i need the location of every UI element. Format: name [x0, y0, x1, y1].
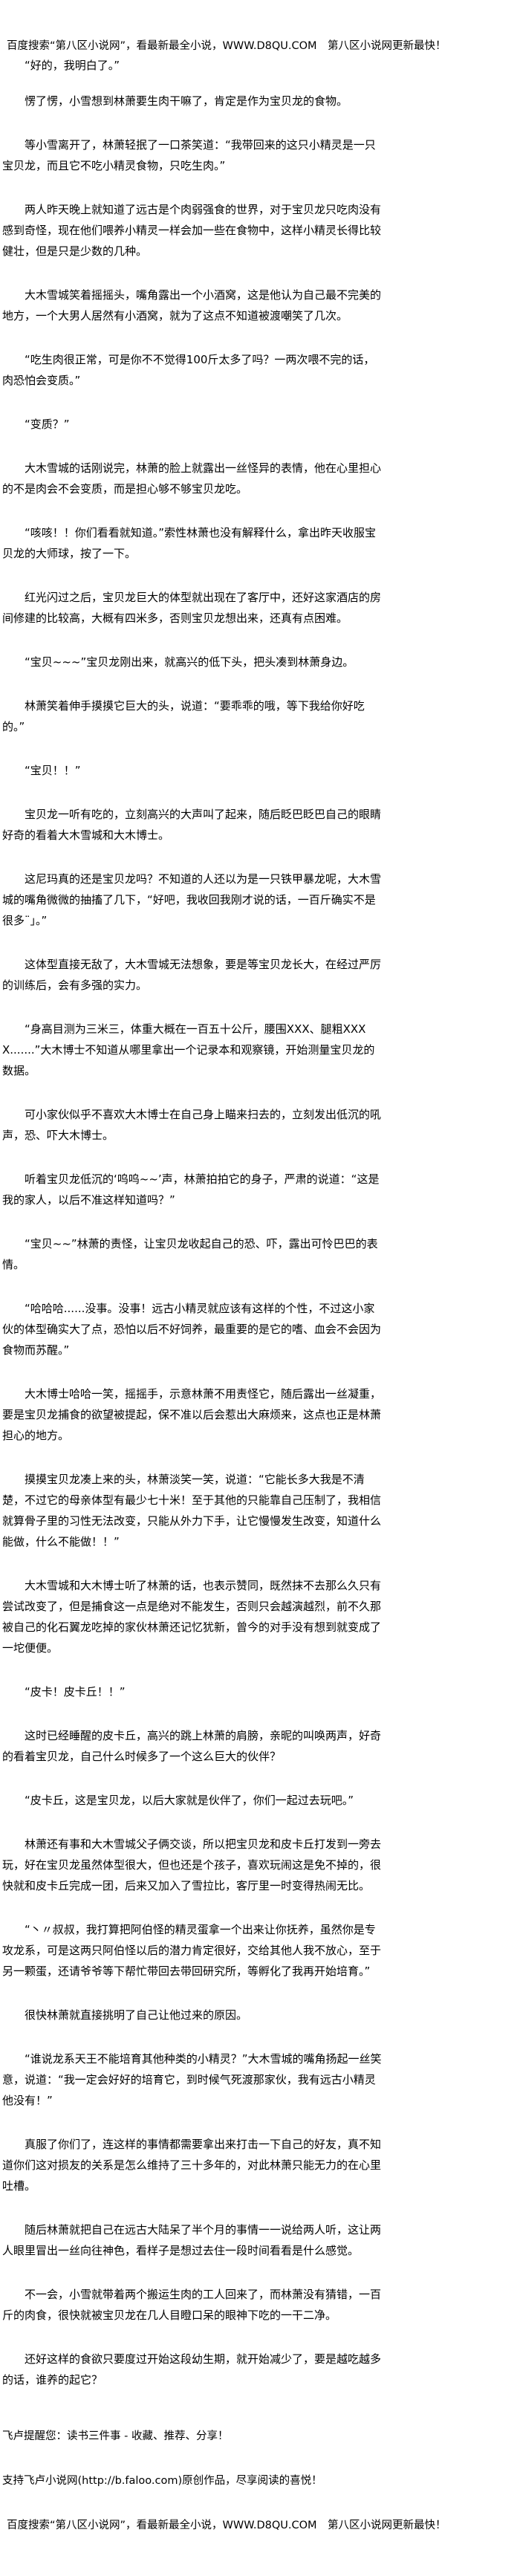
paragraph: 随后林萧就把自己在远古大陆呆了半个月的事情一一说给两人听，这让两人眼里冒出一丝向… — [2, 2223, 382, 2257]
paragraph: 林萧笑着伸手摸摸它巨大的头，说道：“要乖乖的哦，等下我给你好吃的。” — [2, 699, 365, 733]
chapter-content: 百度搜索“第八区小说网”，看最新最全小说，WWW.D8QU.COM 第八区小说网… — [2, 0, 446, 2390]
paragraph: 大木博士哈哈一笑，摇摇手，示意林萧不用责怪它，随后露出一丝凝重，要是宝贝龙捕食的… — [2, 1387, 382, 1442]
paragraph: 等小雪离开了，林萧轻抿了一口茶笑道：“我带回来的这只小精灵是一只宝贝龙，而且它不… — [2, 138, 376, 172]
paragraph: 可小家伙似乎不喜欢大木博士在自己身上瞄来扫去的，立刻发出低沉的吼声，恐、吓大木博… — [2, 1108, 382, 1142]
paragraph: 这尼玛真的还是宝贝龙吗？不知道的人还以为是一只铁甲暴龙呢，大木雪城的嘴角微微的抽… — [2, 872, 382, 927]
paragraph: 听着宝贝龙低沉的‘呜呜~~’声，林萧拍拍它的身子，严肃的说道：“这是我的家人，以… — [2, 1172, 380, 1207]
paragraph: 这时已经睡醒的皮卡丘，高兴的跳上林萧的肩膀，亲昵的叫唤两声，好奇的看着宝贝龙，自… — [2, 1729, 382, 1763]
paragraph: 宝贝龙一听有吃的，立刻高兴的大声叫了起来，随后眨巴眨巴自己的眼睛好奇的看着大木雪… — [2, 808, 382, 842]
paragraph: “皮卡丘，这是宝贝龙，以后大家就是伙伴了，你们一起过去玩吧。” — [25, 1794, 354, 1807]
paragraph: 大木雪城笑着摇摇头，嘴角露出一个小酒窝，这是他认为自己最不完美的地方，一个大男人… — [2, 288, 382, 322]
paragraph: “哈哈哈......没事。没事！远古小精灵就应该有这样的个性，不过这小家伙的体型… — [2, 1302, 382, 1357]
paragraph: “宝贝！！” — [25, 764, 81, 777]
paragraph: 不一会，小雪就带着两个搬运生肉的工人回来了，而林萧没有猜错，一百斤的肉食，很快就… — [2, 2288, 382, 2322]
paragraph: “丶〃叔叔，我打算把阿伯怪的精灵蛋拿一个出来让你抚养，虽然你是专攻龙系，可是这两… — [2, 1923, 382, 1978]
site-banner-bottom: 百度搜索“第八区小说网”，看最新最全小说，WWW.D8QU.COM 第八区小说网… — [7, 2520, 446, 2531]
paragraph: 大木雪城的话刚说完，林萧的脸上就露出一丝怪异的表情，他在心里担心的不是肉会不会变… — [2, 461, 382, 496]
support-notice: 支持飞卢小说网(http://b.faloo.com)原创作品，尽享阅读的喜悦！ — [2, 2475, 322, 2487]
paragraph: 红光闪过之后，宝贝龙巨大的体型就出现在了客厅中，还好这家酒店的房间修建的比较高，… — [2, 591, 382, 625]
paragraph: 真服了你们了，连这样的事情都需要拿出来打击一下自己的好友，真不知道你们这对损友的… — [2, 2138, 382, 2193]
paragraph: “谁说龙系天王不能培育其他种类的小精灵？”大木雪城的嘴角扬起一丝笑意，说道：“我… — [2, 2052, 382, 2107]
paragraph: “变质？” — [25, 418, 70, 431]
page-footer: 飞卢提醒您：读书三件事 - 收藏、推荐、分享！ 支持飞卢小说网(http://b… — [2, 2427, 515, 2576]
paragraph: 摸摸宝贝龙凑上来的头，林萧淡笑一笑，说道：“它能长多大我是不清楚，不过它的母亲体… — [2, 1473, 382, 1548]
paragraph: “皮卡！皮卡丘！！” — [25, 1685, 126, 1699]
paragraph: 这体型直接无敌了，大木雪城无法想象，要是等宝贝龙长大，在经过严厉的训练后，会有多… — [2, 958, 382, 992]
paragraph: “好的，我明白了。” — [25, 59, 120, 72]
paragraph: 林萧还有事和大木雪城父子俩交谈，所以把宝贝龙和皮卡丘打发到一旁去玩，好在宝贝龙虽… — [2, 1837, 382, 1892]
paragraph: 两人昨天晚上就知道了远古是个肉弱强食的世界，对于宝贝龙只吃肉没有感到奇怪，现在他… — [2, 203, 382, 258]
reading-reminder: 飞卢提醒您：读书三件事 - 收藏、推荐、分享！ — [2, 2430, 229, 2442]
paragraph: “吃生肉很正常，可是你不不觉得100斤太多了吗？一两次喂不完的话，肉恐怕会变质。… — [2, 353, 375, 387]
paragraph: 大木雪城和大木博士听了林萧的话，也表示赞同，既然抹不去那么久只有尝试改变了，但是… — [2, 1579, 382, 1655]
paragraph: “宝贝~~”林萧的责怪，让宝贝龙收起自己的恐、吓，露出可怜巴巴的表情。 — [2, 1237, 378, 1271]
paragraph: 愣了愣，小雪想到林萧要生肉干嘛了，肯定是作为宝贝龙的食物。 — [25, 94, 348, 108]
paragraph: 很快林萧就直接挑明了自己让他过来的原因。 — [25, 2008, 248, 2022]
paragraph: “身高目测为三米三，体重大概在一百五十公斤，腰围XXX、腿粗XXXX......… — [2, 1022, 375, 1077]
paragraph: 还好这样的食欲只要度过开始这段幼生期，就开始减少了，要是越吃越多的话，谁养的起它… — [2, 2352, 382, 2387]
paragraph: “咳咳！！你们看看就知道。”索性林萧也没有解释什么，拿出昨天收服宝贝龙的大师球，… — [2, 526, 377, 560]
site-banner-top: 百度搜索“第八区小说网”，看最新最全小说，WWW.D8QU.COM 第八区小说网… — [7, 40, 446, 52]
paragraph: “宝贝~~~”宝贝龙刚出来，就高兴的低下头，把头凑到林萧身边。 — [25, 655, 354, 669]
